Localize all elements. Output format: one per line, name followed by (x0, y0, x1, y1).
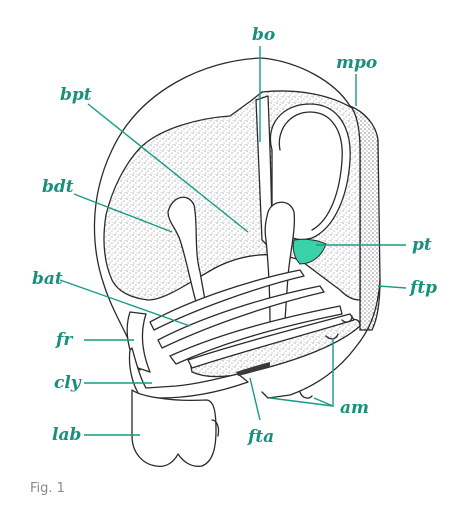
leader-ftp (377, 285, 407, 289)
label-fr: fr (55, 330, 73, 350)
label-mpo: mpo (336, 53, 377, 73)
genal-lower-rim (261, 279, 381, 399)
leader-bpt (87, 103, 249, 233)
label-pt: pt (412, 235, 432, 255)
label-am: am (340, 398, 369, 418)
figure-caption: Fig. 1 (30, 481, 65, 496)
subgenal-ridge (187, 313, 355, 369)
label-lab: lab (52, 425, 81, 445)
tentorial-arm-base (236, 362, 270, 376)
anterior-tentorial-rod-1 (149, 269, 305, 331)
label-fta: fta (247, 427, 274, 447)
leader-am-2 (269, 397, 334, 407)
label-bo: bo (252, 25, 275, 45)
label-bpt: bpt (60, 85, 92, 105)
label-bdt: bdt (42, 177, 74, 197)
labrum (131, 389, 217, 468)
anterior-tentorial-rod-2 (157, 285, 325, 349)
occipital-foramen-inner (278, 111, 343, 231)
label-ftp: ftp (409, 278, 437, 298)
leader-bdt (73, 193, 173, 233)
label-cly: cly (54, 373, 82, 393)
anterior-tentorial-rod-3 (169, 305, 343, 365)
head-capsule-outline (93, 57, 351, 371)
label-bat: bat (32, 269, 63, 289)
leader-bat (59, 279, 191, 327)
labrum-edge (211, 419, 220, 437)
leader-fta (249, 377, 261, 421)
